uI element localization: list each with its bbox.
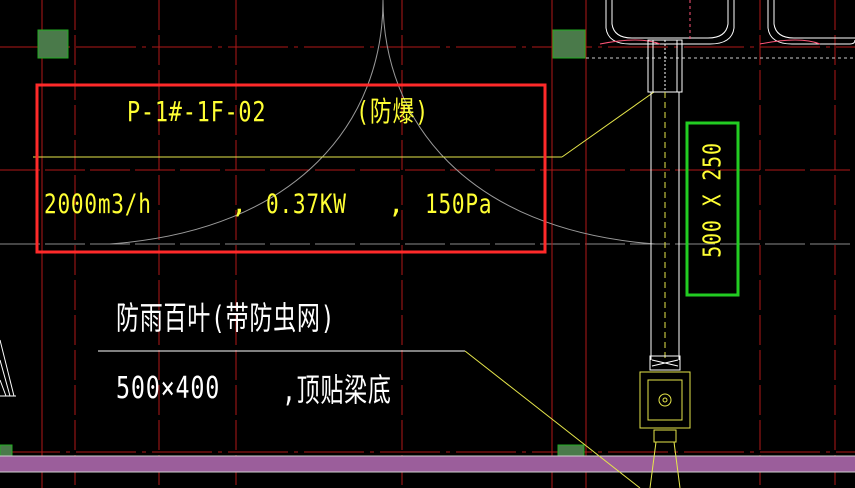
duct-label-highlight-box [685,121,740,297]
wall-band [0,455,855,473]
leader-lines [33,91,655,488]
louver-size-text: 500×400 [116,371,221,406]
toilet-fixtures [586,0,855,59]
power-text: 0.37KW [266,189,347,220]
separator-text: , [231,189,249,220]
louver-title-text: 防雨百叶(带防虫网) [116,299,336,337]
fan-tag-text: P-1#-1F-02 [127,95,267,128]
separator-text: , [388,189,406,220]
pressure-text: 150Pa [425,189,493,220]
explosion-proof-text: (防爆) [356,95,430,128]
vertical-duct [639,39,691,488]
duct-size-text: 500 X 250 [697,142,727,258]
fan-label-highlight-box [35,83,547,254]
door-swing-arc [109,0,656,245]
airflow-text: 2000m3/h [44,189,152,220]
left-stair-edge [0,339,16,397]
louver-mounting-note: ,顶贴梁底 [282,371,392,409]
